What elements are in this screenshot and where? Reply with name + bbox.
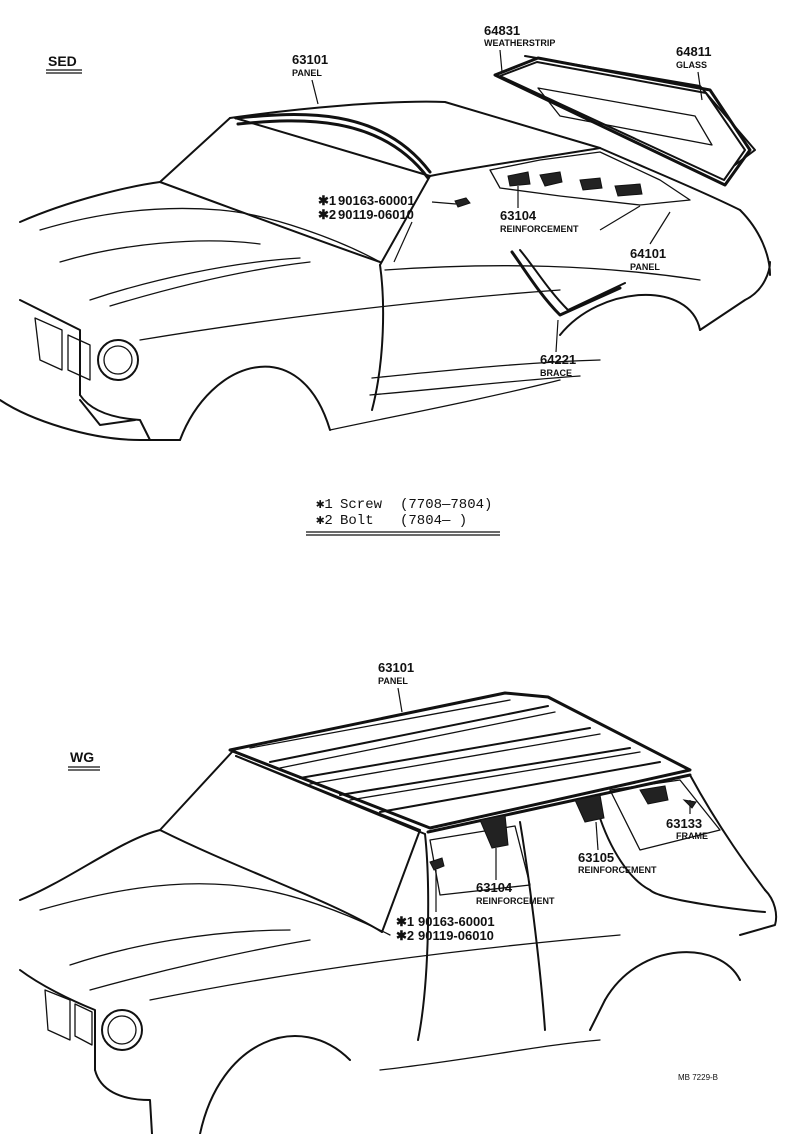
- callout-sed-fasteners: ✱1 90163-60001 ✱2 90119-06010: [318, 193, 471, 263]
- drawing-code: MB 7229-B: [678, 1073, 718, 1082]
- legend-range: (7804— ): [400, 513, 467, 529]
- part-name: PANEL: [292, 68, 322, 78]
- callout-sed-63104: 63104 REINFORCEMENT: [500, 186, 641, 234]
- wagon-section-label: WG: [68, 749, 100, 771]
- legend-name: Bolt: [340, 513, 374, 529]
- fastener-mark: ✱1: [396, 914, 414, 929]
- sedan-section-label: SED: [46, 53, 82, 74]
- fastener-mark: ✱1: [318, 193, 336, 208]
- part-number: 63104: [476, 880, 513, 895]
- leader-line: [649, 211, 671, 245]
- leader-line: [697, 71, 703, 101]
- callout-wg-63104: 63104 REINFORCEMENT: [476, 848, 555, 906]
- leader-line: [311, 79, 319, 105]
- callout-sed-64221: 64221 BRACE: [540, 319, 576, 378]
- part-name: PANEL: [378, 676, 408, 686]
- callout-wg-63105: 63105 REINFORCEMENT: [578, 821, 657, 875]
- leader-line: [397, 687, 403, 713]
- callout-sed-64811: 64811 GLASS: [676, 44, 711, 101]
- part-name: FRAME: [676, 831, 708, 841]
- leader-line: [499, 49, 503, 73]
- part-number: 64101: [630, 246, 666, 261]
- part-name: REINFORCEMENT: [476, 896, 555, 906]
- legend-mark: ✱1: [316, 497, 333, 513]
- part-number: 63101: [378, 660, 414, 675]
- section-label-wg: WG: [70, 749, 94, 765]
- part-number: 63101: [292, 52, 328, 67]
- part-number: 63133: [666, 816, 702, 831]
- part-number: 64831: [484, 23, 520, 38]
- part-name: GLASS: [676, 60, 707, 70]
- sedan-illustration: [0, 100, 771, 441]
- wagon-illustration: [19, 691, 778, 1134]
- frame-clip-icon: [682, 799, 697, 809]
- callout-sed-63101: 63101 PANEL: [292, 52, 328, 105]
- callout-wg-63133: 63133 FRAME: [666, 799, 708, 841]
- callout-wg-fasteners: ✱1 90163-60001 ✱2 90119-06010: [396, 857, 495, 943]
- fastener-legend: ✱1 Screw (7708—7804) ✱2 Bolt (7804— ): [306, 497, 500, 536]
- legend-range: (7708—7804): [400, 497, 492, 513]
- part-name: PANEL: [630, 262, 660, 272]
- legend-name: Screw: [340, 497, 383, 513]
- fastener-number: 90119-06010: [338, 207, 414, 222]
- fastener-number: 90119-06010: [418, 928, 494, 943]
- part-number: 63104: [500, 208, 537, 223]
- screw-icon: [429, 857, 445, 871]
- callout-sed-64831: 64831 WEATHERSTRIP: [484, 23, 555, 73]
- leader-line: [393, 221, 413, 263]
- fastener-mark: ✱2: [396, 928, 414, 943]
- leader-line: [555, 319, 559, 353]
- part-name: REINFORCEMENT: [578, 865, 657, 875]
- part-name: REINFORCEMENT: [500, 224, 579, 234]
- part-number: 63105: [578, 850, 614, 865]
- part-name: BRACE: [540, 368, 572, 378]
- callout-sed-64101: 64101 PANEL: [630, 211, 671, 272]
- legend-mark: ✱2: [316, 513, 333, 529]
- section-label-sed: SED: [48, 53, 77, 69]
- screw-icon: [454, 197, 471, 208]
- callout-wg-63101: 63101 PANEL: [378, 660, 414, 713]
- leader-line: [431, 201, 457, 205]
- fastener-number: 90163-60001: [338, 193, 415, 208]
- fastener-mark: ✱2: [318, 207, 336, 222]
- leader-line: [595, 821, 599, 851]
- part-number: 64811: [676, 44, 711, 59]
- fastener-number: 90163-60001: [418, 914, 495, 929]
- leader-line: [599, 205, 641, 231]
- part-number: 64221: [540, 352, 576, 367]
- part-name: WEATHERSTRIP: [484, 38, 555, 48]
- sedan-glass-illustration: [493, 55, 756, 187]
